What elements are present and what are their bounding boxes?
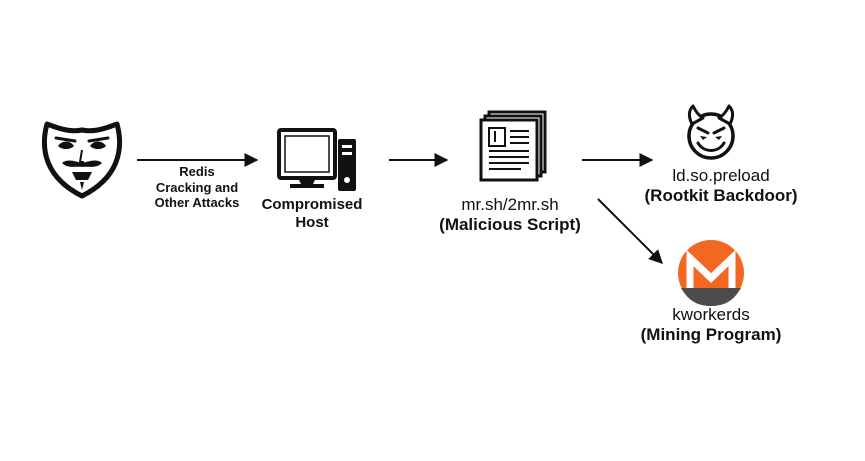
attack-edge-label: Redis Cracking and Other Attacks (140, 164, 254, 211)
attack-label-line3: Other Attacks (154, 195, 240, 211)
script-document-icon (479, 110, 547, 182)
devil-face-icon (687, 104, 735, 160)
rootkit-role: (Rootkit Backdoor) (644, 186, 798, 206)
miner-role: (Mining Program) (640, 325, 782, 345)
rootkit-label: ld.so.preload (Rootkit Backdoor) (626, 166, 816, 207)
arrow-script-to-miner (597, 198, 663, 264)
script-label: mr.sh/2mr.sh (Malicious Script) (425, 195, 595, 236)
attack-label-line1: Redis (179, 164, 215, 179)
host-label: Compromised Host (246, 196, 378, 232)
attack-label-line2: Cracking and (155, 179, 239, 195)
miner-label: kworkerds (Mining Program) (621, 305, 801, 346)
script-role: (Malicious Script) (439, 215, 581, 235)
miner-name: kworkerds (672, 305, 750, 324)
host-label-line1: Compromised (261, 196, 363, 213)
anonymous-mask-icon (41, 121, 123, 199)
rootkit-name: ld.so.preload (672, 166, 770, 185)
host-label-line2: Host (295, 214, 329, 231)
desktop-computer-icon (277, 128, 356, 191)
monero-logo-icon (678, 240, 744, 306)
script-name: mr.sh/2mr.sh (461, 195, 559, 214)
